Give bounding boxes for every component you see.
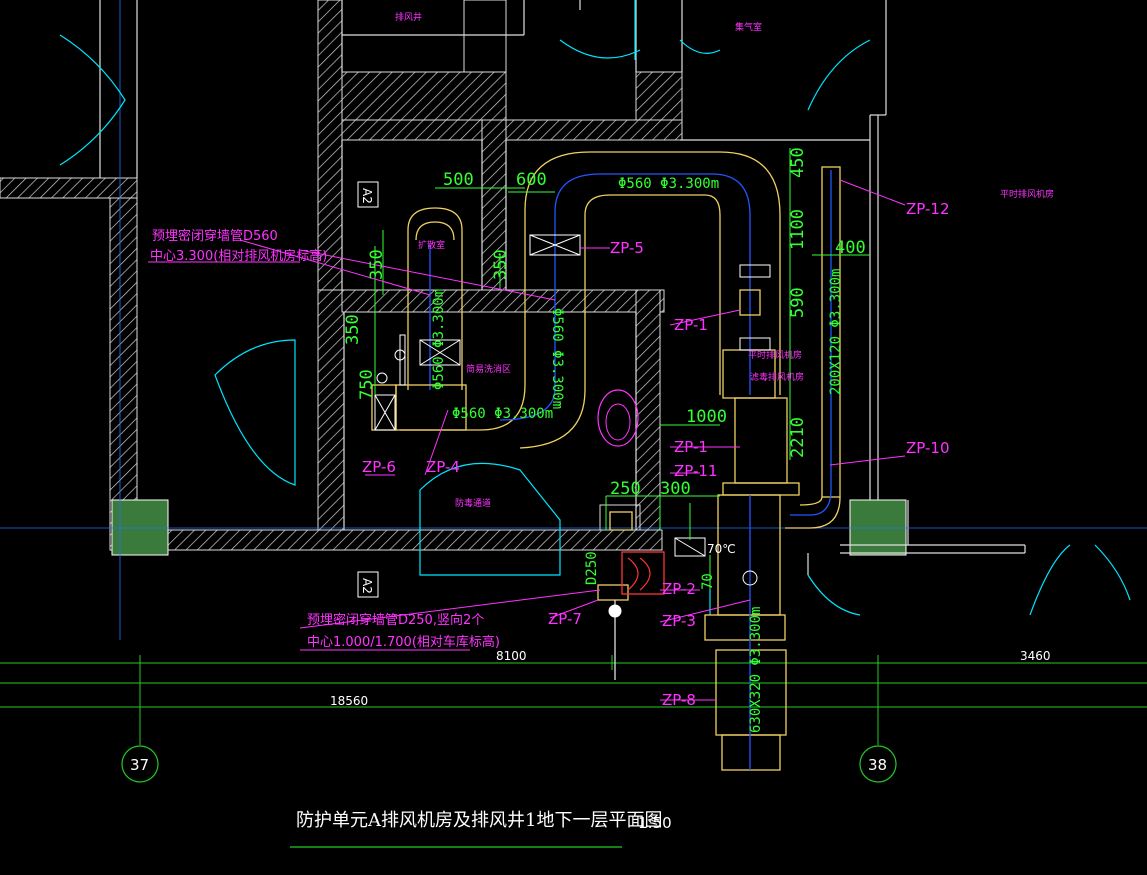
drawing-scale: 1:50 <box>638 814 672 832</box>
column-left <box>111 499 169 556</box>
dim-2210: 2210 <box>788 417 808 458</box>
outlines <box>99 0 1026 575</box>
label-filter-room2: 滤毒排风机房 <box>750 371 804 383</box>
column-right <box>849 499 907 556</box>
dim-1000: 1000 <box>686 407 727 427</box>
doors <box>59 0 1131 616</box>
dimension-lines <box>374 148 870 590</box>
duct-label-temp: 70℃ <box>707 542 736 556</box>
label-fan-room: 平时排风机房 <box>1000 188 1054 200</box>
grid-lines <box>0 655 1147 745</box>
duct-label-left: Φ560 Φ3.300m <box>431 289 447 390</box>
tag-zp1-lower: ZP-1 <box>674 438 708 456</box>
dim-450: 450 <box>788 147 808 178</box>
dim-590: 590 <box>788 287 808 318</box>
note-pipe560-line1: 预埋密闭穿墙管D560 <box>152 228 278 244</box>
span-18560: 18560 <box>330 694 368 708</box>
note-pipe560-line2: 中心3.300(相对排风机房标高) <box>150 248 327 264</box>
dim-250: 250 <box>610 479 641 499</box>
equipment-symbols <box>357 181 771 618</box>
tag-zp6: ZP-6 <box>362 458 396 476</box>
walls <box>0 0 683 551</box>
note-pipe250-line2: 中心1.000/1.700(相对车库标高) <box>307 634 500 650</box>
tag-zp4: ZP-4 <box>426 458 460 476</box>
note-pipe250-line1: 预埋密闭穿墙管D250,竖向2个 <box>307 612 484 628</box>
tag-zp7: ZP-7 <box>548 610 582 628</box>
axis-bubble-38 <box>859 745 897 783</box>
dim-350-b: 350 <box>491 249 511 280</box>
dim-750: 750 <box>357 369 377 400</box>
dim-300: 300 <box>660 479 691 499</box>
tag-zp8: ZP-8 <box>662 691 696 709</box>
tag-zp1-upper: ZP-1 <box>674 316 708 334</box>
label-filter-room: 平时排风机房 <box>748 349 802 361</box>
axis-label-38: 38 <box>868 756 887 774</box>
washbasin-inner <box>605 403 631 441</box>
dim-350-c: 350 <box>343 314 363 345</box>
label-protective-passage: 防毒通道 <box>455 497 491 509</box>
axis-label-37: 37 <box>130 756 149 774</box>
dim-600: 600 <box>516 170 547 190</box>
label-gas-room: 集气室 <box>735 21 762 33</box>
duct-label-bottom-vert: 630X320 Φ3.300m <box>748 607 764 733</box>
red-fitting <box>621 551 665 595</box>
span-3460: 3460 <box>1020 649 1051 663</box>
washbasin <box>597 389 639 447</box>
dim-1100: 1100 <box>788 209 808 250</box>
tag-zp10: ZP-10 <box>906 439 950 457</box>
label-decon-area: 简易洗消区 <box>466 363 511 375</box>
duct-label-top: Φ560 Φ3.300m <box>618 176 719 192</box>
tag-zp5: ZP-5 <box>610 239 644 257</box>
label-expansion-room: 扩散室 <box>418 239 445 251</box>
axis-bubble-37 <box>121 745 159 783</box>
dim-350-a: 350 <box>367 249 387 280</box>
section-mark-upper: A2 <box>360 188 374 204</box>
drawing-title: 防护单元A排风机房及排风井1地下一层平面图 <box>296 810 662 831</box>
span-8100: 8100 <box>496 649 527 663</box>
leader-lines <box>148 179 906 701</box>
duct-label-right-vert: 200X120 Φ3.300m <box>828 269 844 395</box>
ducts <box>371 151 841 771</box>
dim-500: 500 <box>443 170 474 190</box>
dim-d250: D250 <box>584 551 600 585</box>
label-exhaust-shaft: 排风井 <box>395 11 422 23</box>
duct-label-lower: Φ560 Φ3.300m <box>452 406 553 422</box>
dim-70: 70 <box>700 573 716 590</box>
section-mark-lower: A2 <box>360 578 374 594</box>
tag-zp11: ZP-11 <box>674 462 718 480</box>
tag-zp12: ZP-12 <box>906 200 950 218</box>
duct-label-vertical-mid: Φ560 Φ3.300m <box>549 308 565 409</box>
dim-400: 400 <box>835 238 866 258</box>
tag-zp3: ZP-3 <box>662 612 696 630</box>
tag-zp2: ZP-2 <box>662 580 696 598</box>
